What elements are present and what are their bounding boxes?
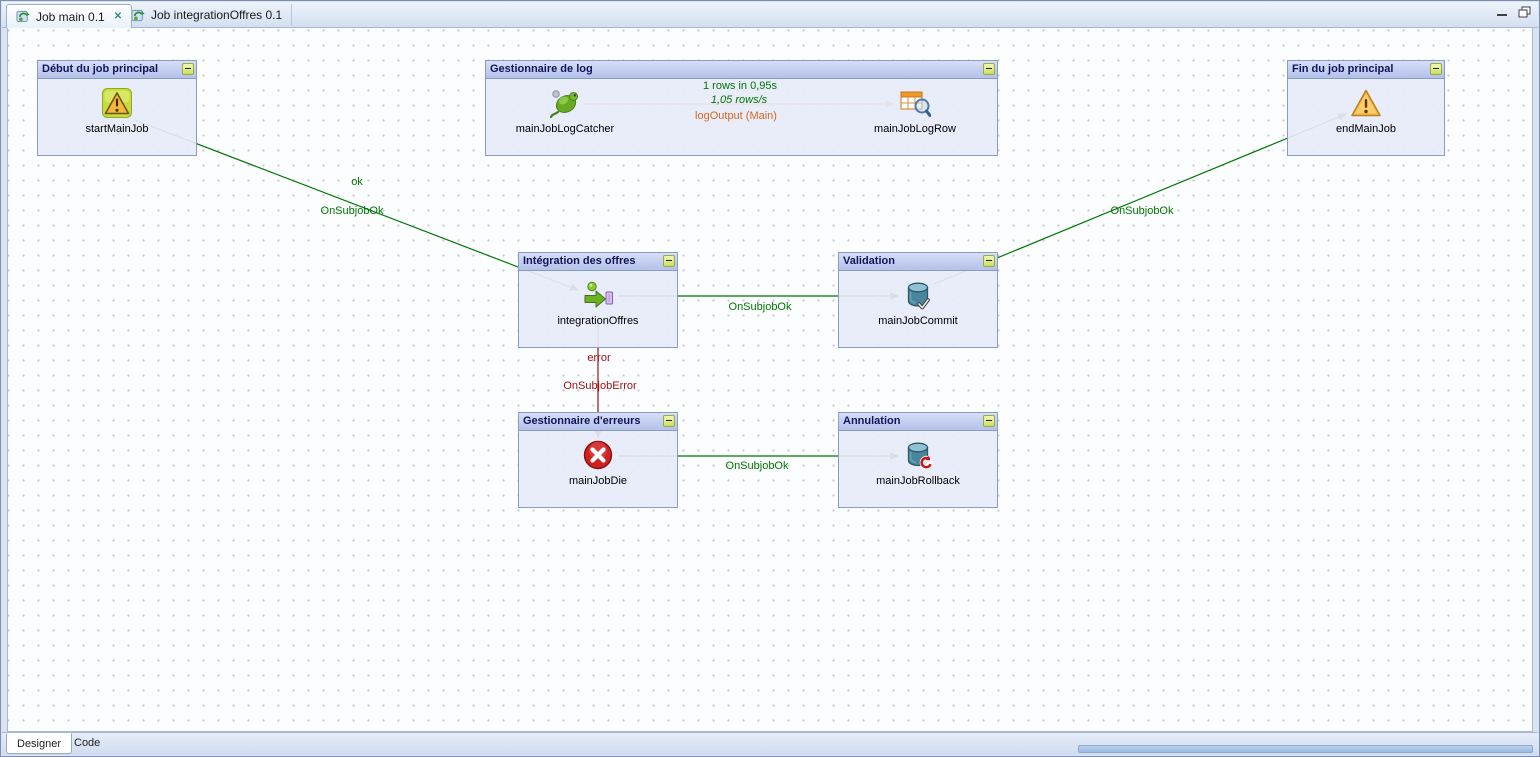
connection-trigger-label[interactable]: OnSubjobOk bbox=[1110, 205, 1174, 217]
tlogrow-icon bbox=[899, 87, 931, 119]
minus-icon bbox=[986, 260, 992, 261]
subjob-title-bar[interactable]: Annulation bbox=[839, 413, 997, 431]
minus-icon bbox=[1433, 68, 1439, 69]
component-mainJobLogCatcher[interactable]: mainJobLogCatcher bbox=[500, 87, 630, 135]
subjob-title-bar[interactable]: Début du job principal bbox=[38, 61, 196, 79]
subjob-debut-job-principal[interactable]: Début du job principal startMainJob bbox=[37, 60, 197, 156]
connection-state-label[interactable]: ok bbox=[351, 176, 363, 188]
restore-icon[interactable] bbox=[1518, 6, 1532, 18]
twarn-start-icon bbox=[101, 87, 133, 119]
subjob-title: Annulation bbox=[843, 415, 901, 427]
subjob-title: Gestionnaire de log bbox=[490, 63, 593, 75]
connection-trigger-label[interactable]: OnSubjobOk bbox=[320, 205, 384, 217]
window-controls bbox=[1496, 6, 1532, 18]
component-label: startMainJob bbox=[85, 123, 149, 135]
tab-designer[interactable]: Designer bbox=[6, 733, 73, 754]
subjob-gestionnaire-erreurs[interactable]: Gestionnaire d'erreurs mainJobDie bbox=[518, 412, 678, 508]
connection-trigger-label[interactable]: OnSubjobError bbox=[563, 380, 637, 392]
subjob-title: Début du job principal bbox=[42, 63, 159, 75]
component-label: mainJobLogRow bbox=[874, 123, 956, 135]
minus-icon bbox=[666, 260, 672, 261]
component-label: mainJobRollback bbox=[876, 475, 960, 487]
tab-job-main[interactable]: Job main 0.1 ✕ bbox=[6, 4, 133, 28]
connection-trigger-label[interactable]: OnSubjobOk bbox=[728, 301, 792, 313]
job-icon bbox=[131, 8, 146, 23]
connection-flow-label[interactable]: logOutput (Main) bbox=[695, 110, 777, 122]
subjob-validation[interactable]: Validation mainJobCommit bbox=[838, 252, 998, 348]
collapse-subjob-button[interactable] bbox=[663, 255, 675, 267]
component-label: endMainJob bbox=[1336, 123, 1396, 135]
flow-rows-stat: 1 rows in 0,95s bbox=[703, 80, 777, 92]
subjob-gestionnaire-de-log[interactable]: Gestionnaire de log mainJobLogCatcher bbox=[485, 60, 998, 156]
collapse-subjob-button[interactable] bbox=[983, 255, 995, 267]
job-design-canvas[interactable]: Début du job principal startMainJob bbox=[7, 27, 1533, 732]
subjob-integration-des-offres[interactable]: Intégration des offres integrationOffres bbox=[518, 252, 678, 348]
component-mainJobDie[interactable]: mainJobDie bbox=[533, 439, 663, 487]
trunjob-icon bbox=[582, 279, 614, 311]
collapse-subjob-button[interactable] bbox=[983, 415, 995, 427]
editor-tab-bar: Job main 0.1 ✕ Job integrationOffres 0.1 bbox=[2, 2, 1538, 28]
component-startMainJob[interactable]: startMainJob bbox=[52, 87, 182, 135]
component-mainJobRollback[interactable]: mainJobRollback bbox=[853, 439, 983, 487]
flow-rate-stat: 1,05 rows/s bbox=[710, 94, 768, 106]
collapse-subjob-button[interactable] bbox=[182, 63, 194, 75]
view-tab-bar: Designer Code bbox=[2, 732, 1538, 755]
db-rollback-icon bbox=[902, 439, 934, 471]
tdie-icon bbox=[582, 439, 614, 471]
minus-icon bbox=[666, 420, 672, 421]
subjob-title: Intégration des offres bbox=[523, 255, 636, 267]
subjob-title-bar[interactable]: Validation bbox=[839, 253, 997, 271]
db-commit-icon bbox=[902, 279, 934, 311]
tab-label: Job integrationOffres 0.1 bbox=[151, 8, 283, 22]
component-label: mainJobLogCatcher bbox=[515, 123, 615, 135]
tab-label: Job main 0.1 bbox=[36, 9, 105, 24]
subjob-title: Fin du job principal bbox=[1292, 63, 1394, 75]
twarn-end-icon bbox=[1350, 87, 1382, 119]
minimize-icon[interactable] bbox=[1496, 6, 1510, 18]
collapse-subjob-button[interactable] bbox=[1430, 63, 1442, 75]
tlogcatcher-icon bbox=[549, 87, 581, 119]
subjob-title-bar[interactable]: Intégration des offres bbox=[519, 253, 677, 271]
collapse-subjob-button[interactable] bbox=[663, 415, 675, 427]
minus-icon bbox=[986, 420, 992, 421]
component-integrationOffres[interactable]: integrationOffres bbox=[533, 279, 663, 327]
minus-icon bbox=[986, 68, 992, 69]
component-mainJobCommit[interactable]: mainJobCommit bbox=[853, 279, 983, 327]
component-mainJobLogRow[interactable]: mainJobLogRow bbox=[850, 87, 980, 135]
connection-trigger-label[interactable]: OnSubjobOk bbox=[725, 460, 789, 472]
subjob-title-bar[interactable]: Gestionnaire de log bbox=[486, 61, 997, 79]
subjob-title: Validation bbox=[843, 255, 895, 267]
component-label: mainJobDie bbox=[568, 475, 628, 487]
minus-icon bbox=[185, 68, 191, 69]
horizontal-scrollbar-thumb[interactable] bbox=[1078, 745, 1533, 753]
connection-state-label[interactable]: error bbox=[587, 352, 611, 364]
subjob-title-bar[interactable]: Gestionnaire d'erreurs bbox=[519, 413, 677, 431]
subjob-fin-job-principal[interactable]: Fin du job principal endMainJob bbox=[1287, 60, 1445, 156]
tab-job-integrationoffres[interactable]: Job integrationOffres 0.1 bbox=[122, 4, 293, 26]
component-endMainJob[interactable]: endMainJob bbox=[1301, 87, 1431, 135]
subjob-title: Gestionnaire d'erreurs bbox=[523, 415, 641, 427]
subjob-annulation[interactable]: Annulation mainJobRollback bbox=[838, 412, 998, 508]
collapse-subjob-button[interactable] bbox=[983, 63, 995, 75]
tab-code[interactable]: Code bbox=[74, 737, 101, 749]
job-icon bbox=[16, 9, 31, 24]
tab-close-icon[interactable]: ✕ bbox=[113, 11, 123, 22]
component-label: integrationOffres bbox=[557, 315, 639, 327]
component-label: mainJobCommit bbox=[878, 315, 958, 327]
subjob-title-bar[interactable]: Fin du job principal bbox=[1288, 61, 1444, 79]
